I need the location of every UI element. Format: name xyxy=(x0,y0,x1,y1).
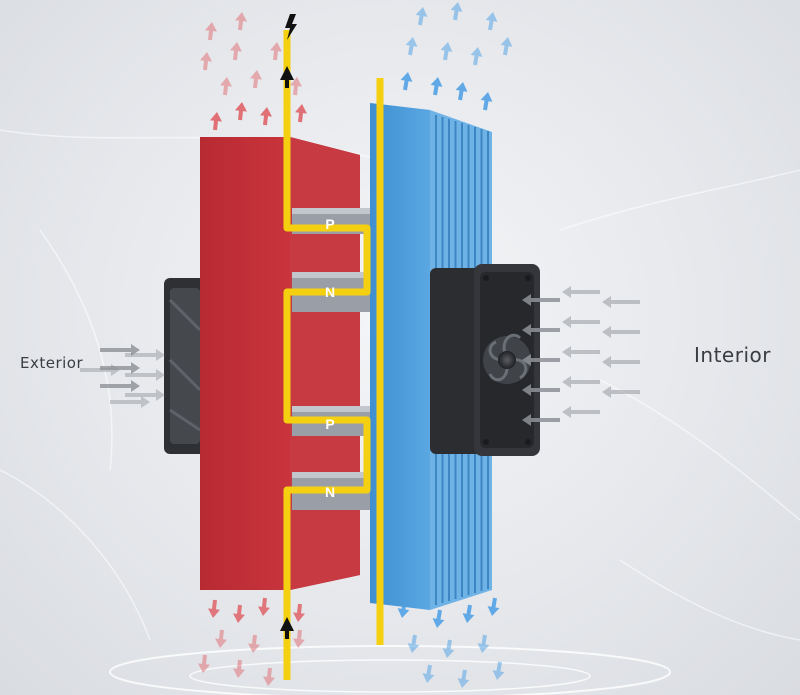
exterior-fan xyxy=(164,278,206,454)
hot-flow-arrow xyxy=(260,107,272,126)
cold-flow-arrow xyxy=(455,82,468,101)
air-flow-arrow xyxy=(602,296,640,308)
interior-label: Interior xyxy=(694,343,771,367)
hot-flow-arrow xyxy=(210,112,222,131)
air-flow-arrow xyxy=(110,396,150,408)
hot-flow-arrow xyxy=(235,102,247,121)
air-flow-arrow xyxy=(125,389,165,401)
hot-flow-arrow xyxy=(198,654,210,673)
air-flow-arrow xyxy=(125,349,165,361)
air-flow-arrow xyxy=(562,346,600,358)
cold-flow-arrow xyxy=(477,634,490,653)
air-flow-arrow xyxy=(100,380,140,392)
air-flow-arrow xyxy=(562,406,600,418)
air-flow-arrow xyxy=(100,362,140,374)
floor-rings xyxy=(109,645,671,695)
cold-flow-arrow xyxy=(500,37,513,56)
leg-label: P xyxy=(325,416,334,432)
hot-flow-arrow xyxy=(220,77,232,96)
hot-air-flow xyxy=(198,12,307,686)
cold-flow-arrow xyxy=(432,609,445,628)
cold-flow-arrow xyxy=(430,77,443,96)
leg-label: N xyxy=(325,284,335,300)
hot-flow-arrow xyxy=(258,597,270,616)
interior-air-flow xyxy=(522,286,640,426)
air-flow-arrow xyxy=(522,354,560,366)
air-flow-arrow xyxy=(562,376,600,388)
leg-label: P xyxy=(325,216,334,232)
hot-side-plate xyxy=(200,137,360,590)
hot-flow-arrow xyxy=(230,42,242,61)
cold-flow-arrow xyxy=(400,72,413,91)
hot-flow-arrow xyxy=(233,604,245,623)
air-flow-arrow xyxy=(562,316,600,328)
cold-flow-arrow xyxy=(462,604,475,623)
cold-flow-arrow xyxy=(405,37,418,56)
hot-flow-arrow xyxy=(250,70,262,89)
air-flow-arrow xyxy=(602,326,640,338)
hot-flow-arrow xyxy=(235,12,247,31)
hot-flow-arrow xyxy=(215,629,227,648)
air-flow-arrow xyxy=(125,369,165,381)
cold-flow-arrow xyxy=(450,2,463,21)
air-flow-arrow xyxy=(522,294,560,306)
hot-flow-arrow xyxy=(293,629,305,648)
air-flow-arrow xyxy=(522,414,560,426)
cold-flow-arrow xyxy=(485,12,498,31)
cold-air-flow xyxy=(397,2,513,688)
hot-flow-arrow xyxy=(200,52,212,71)
cold-flow-arrow xyxy=(480,92,493,111)
air-flow-arrow xyxy=(562,286,600,298)
cold-flow-arrow xyxy=(492,661,505,680)
cold-flow-arrow xyxy=(422,664,435,683)
air-flow-arrow xyxy=(602,386,640,398)
air-flow-arrow xyxy=(80,364,120,376)
cold-flow-arrow xyxy=(440,42,453,61)
cold-flow-arrow xyxy=(470,47,483,66)
hot-flow-arrow xyxy=(208,599,220,618)
hot-flow-arrow xyxy=(295,104,307,123)
hot-flow-arrow xyxy=(233,659,245,678)
hot-flow-arrow xyxy=(205,22,217,41)
air-flow-arrow xyxy=(100,344,140,356)
semiconductor-labels: P N P N xyxy=(325,216,335,500)
hot-flow-arrow xyxy=(248,634,260,653)
hot-flow-arrow xyxy=(263,667,275,686)
exterior-label: Exterior xyxy=(20,354,84,372)
hot-flow-arrow xyxy=(270,42,282,61)
air-flow-arrow xyxy=(602,356,640,368)
air-flow-arrow xyxy=(522,384,560,396)
air-flow-arrow xyxy=(522,324,560,336)
cold-flow-arrow xyxy=(442,639,455,658)
arrow-up-icon xyxy=(280,617,294,639)
cold-flow-arrow xyxy=(415,7,428,26)
lightning-bolt-icon xyxy=(285,14,297,40)
cold-flow-arrow xyxy=(407,634,420,653)
hot-flow-arrow xyxy=(290,77,302,96)
exterior-air-flow xyxy=(80,344,165,408)
conductor-wires xyxy=(283,30,384,680)
hot-flow-arrow xyxy=(293,603,305,622)
cold-flow-arrow xyxy=(487,597,500,616)
leg-label: N xyxy=(325,484,335,500)
arrow-up-icon xyxy=(280,66,294,88)
cold-flow-arrow xyxy=(457,669,470,688)
interior-fan xyxy=(430,264,540,456)
